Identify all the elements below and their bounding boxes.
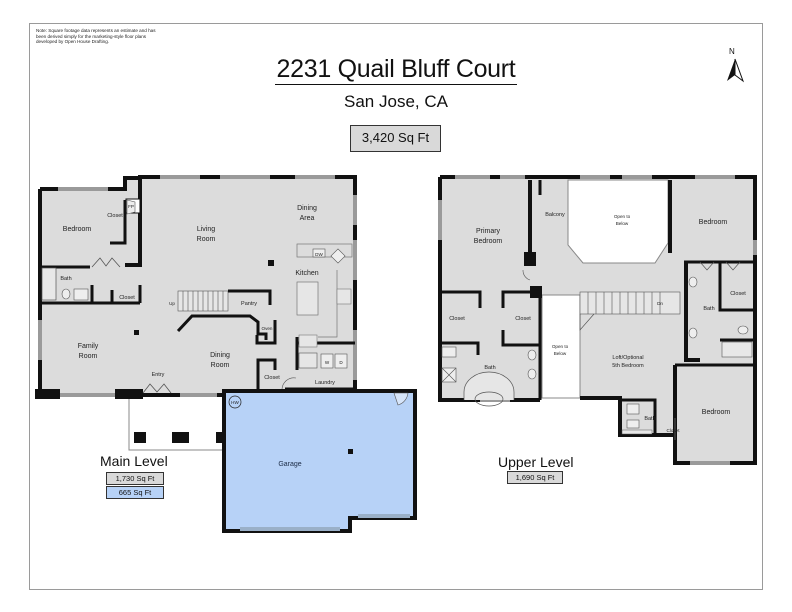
- room-laundry: Laundry: [315, 380, 335, 386]
- room-bath-mid: Bath: [703, 306, 714, 312]
- room-loft-line2: 5th Bedroom: [612, 363, 644, 369]
- room-primary-bath: Bath: [484, 365, 495, 371]
- main-level-label: Main Level: [100, 453, 168, 469]
- room-bedroom-main: Bedroom: [63, 226, 92, 233]
- room-bedroom-ne: Bedroom: [699, 219, 728, 226]
- disclaimer-note: Note: Square footage data represents an …: [36, 28, 156, 45]
- room-primary-line2: Bedroom: [474, 238, 503, 245]
- room-loft-line1: Loft/Optional: [612, 355, 643, 361]
- room-closet: Closet: [107, 213, 123, 219]
- water-heater-label: HW: [231, 400, 239, 405]
- room-dining-line2: Room: [211, 362, 230, 369]
- room-primary-line1: Primary: [476, 228, 501, 235]
- room-balcony: Balcony: [545, 212, 565, 218]
- washer-label: W: [325, 360, 330, 365]
- main-level-plan: [35, 175, 417, 533]
- room-dining-area-line1: Dining: [297, 205, 317, 212]
- garage-room: [222, 389, 417, 533]
- room-closet-laundry: Closet: [264, 375, 280, 381]
- upper-level-label: Upper Level: [498, 454, 574, 470]
- page-title: 2231 Quail Bluff Court: [0, 55, 792, 85]
- room-closet-se: Closet: [666, 428, 680, 433]
- total-sqft-badge: 3,420 Sq Ft: [350, 125, 441, 152]
- main-level-sqft-badge: 1,730 Sq Ft: [106, 472, 164, 485]
- room-pantry: Pantry: [241, 301, 257, 307]
- room-kitchen: Kitchen: [295, 270, 318, 277]
- open-below-mid-line1: Open to: [552, 344, 569, 349]
- oven-label: Oven: [262, 326, 273, 331]
- upper-level-plan: [438, 175, 757, 465]
- room-family-line1: Family: [78, 343, 99, 350]
- room-closet-wic2: Closet: [515, 316, 531, 322]
- address-title: 2231 Quail Bluff Court: [274, 55, 518, 85]
- stairs-down-label: Dn: [657, 301, 663, 306]
- room-dining-line1: Dining: [210, 352, 230, 359]
- room-dining-area-line2: Area: [300, 215, 315, 222]
- room-closet-ne: Closet: [730, 291, 746, 297]
- room-bedroom-se: Bedroom: [702, 409, 731, 416]
- room-bath-se: Bath: [644, 416, 655, 422]
- north-arrow-icon: [727, 58, 745, 83]
- open-below-top-line1: Open to: [614, 214, 631, 219]
- north-label: N: [729, 47, 735, 56]
- room-living-line1: Living: [197, 226, 215, 233]
- city-subtitle: San Jose, CA: [344, 92, 448, 111]
- upper-level-sqft-badge: 1,690 Sq Ft: [507, 471, 563, 484]
- dryer-label: D: [339, 360, 343, 365]
- open-below-mid-line2: Below: [554, 351, 567, 356]
- open-below-top-line2: Below: [616, 221, 629, 226]
- room-family-line2: Room: [79, 353, 98, 360]
- stairs-up-label: Up: [169, 301, 175, 306]
- room-closet-wic1: Closet: [449, 316, 465, 322]
- room-labels: Bedroom Closet FP Bath Closet Living Roo…: [60, 204, 746, 468]
- room-entry: Entry: [152, 372, 165, 378]
- room-bath-main: Bath: [60, 276, 71, 282]
- room-garage: Garage: [278, 461, 301, 468]
- fireplace-label: FP: [128, 204, 134, 209]
- dishwasher-label: DW: [315, 252, 323, 257]
- room-living-line2: Room: [197, 236, 216, 243]
- garage-sqft-badge: 665 Sq Ft: [106, 486, 164, 499]
- room-closet-hall: Closet: [119, 295, 135, 301]
